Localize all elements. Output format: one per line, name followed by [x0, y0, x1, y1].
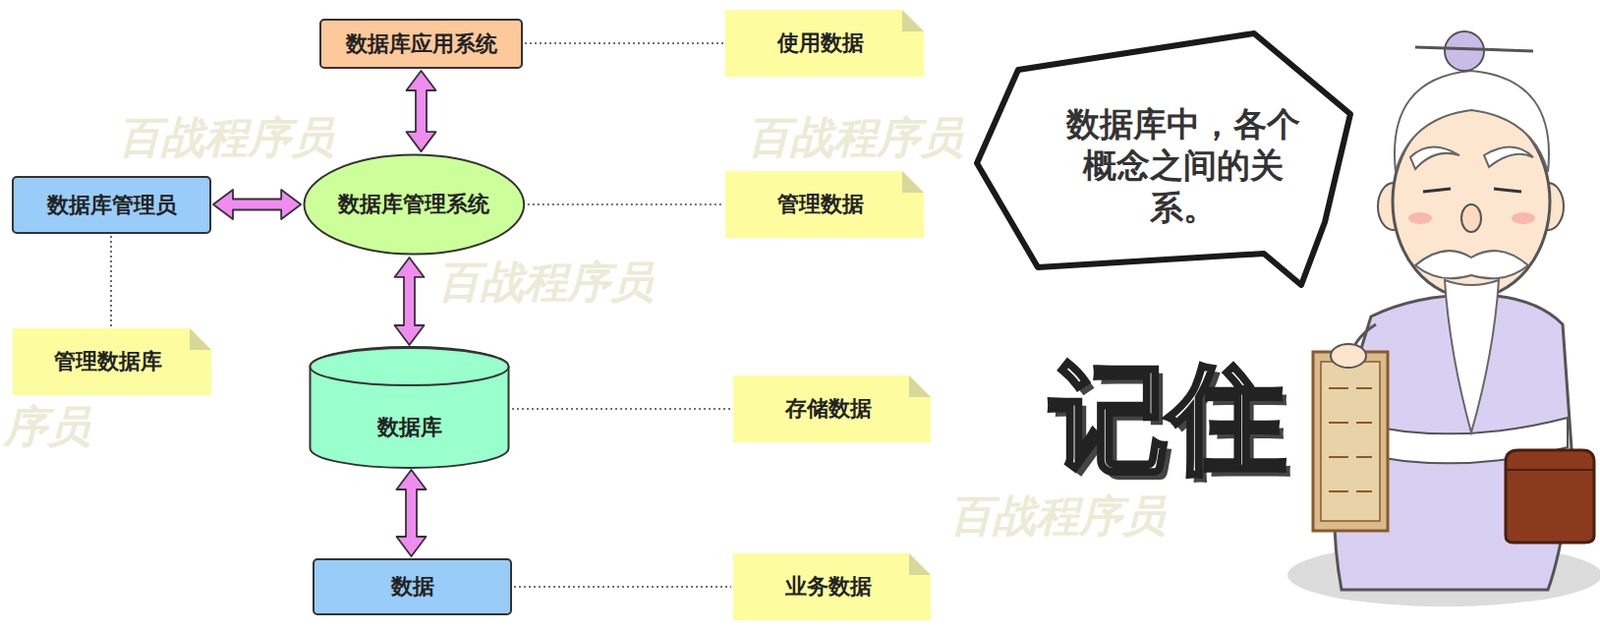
note-box: 使用数据 [725, 9, 924, 77]
watermark: 序员 [3, 404, 91, 449]
database-cylinder-outline-part [310, 346, 510, 468]
dbms-ellipse: 数据库管理系统 [302, 153, 526, 256]
head-part [1484, 146, 1534, 168]
remember-callout: 记住 [1050, 359, 1287, 478]
dotted-leader [512, 407, 732, 410]
note-box-outline-part [725, 171, 924, 238]
head-part [1493, 188, 1522, 192]
node-label: 使用数据 [777, 29, 864, 58]
head-part [1415, 47, 1534, 52]
text-group: 业务数据 [785, 572, 872, 601]
beard-part [1444, 280, 1499, 433]
scroll-part [1328, 388, 1372, 492]
note-box: 管理数据库 [12, 328, 212, 396]
scroll-part [1313, 351, 1388, 531]
watermark: 百战程序员 [437, 260, 654, 304]
dotted-leader [514, 585, 732, 588]
node-label: 管理数据库 [54, 347, 163, 376]
dbms-ellipse-outline-part [304, 155, 525, 255]
system-box: 数据库应用系统 [319, 18, 523, 69]
head-part [1408, 212, 1432, 225]
double-arrow [395, 257, 425, 345]
database-cylinder-outline [308, 346, 511, 468]
node-label: 数据库管理员 [47, 191, 177, 220]
text-group: 存储数据 [785, 395, 872, 423]
node-label: 数据库 [377, 413, 443, 442]
speech-bubble: 数据库中，各个概念之间的关系。 [969, 25, 1368, 296]
node-label: 管理数据 [777, 190, 864, 219]
note-box-outline-part [189, 328, 212, 350]
bag-part [1505, 450, 1595, 543]
text-group: 管理数据 [777, 190, 864, 219]
head-part [1410, 146, 1460, 170]
note-box-outline-part [909, 375, 931, 398]
watermark: 百战程序员 [117, 115, 335, 160]
beard [1415, 250, 1529, 433]
beard-part [1415, 250, 1529, 279]
node-label: 数据库应用系统 [345, 30, 498, 58]
text-group: 数据库中，各个概念之间的关系。 [1065, 103, 1302, 229]
dotted-leader [527, 203, 724, 206]
scroll-part [1330, 343, 1367, 368]
head-part [1394, 70, 1549, 172]
head-part [1461, 204, 1482, 232]
text-group: 管理数据库 [54, 347, 163, 376]
scroll-part [1320, 361, 1380, 521]
note-box-outline-part [733, 375, 931, 443]
speech-bubble-outline-part [976, 33, 1351, 286]
text-group: 数据库应用系统 [345, 30, 498, 58]
text-group: 数据库 [377, 413, 443, 442]
scroll [1313, 343, 1388, 531]
dotted-leader [110, 235, 113, 327]
note-box-outline-part [909, 553, 931, 575]
head [1377, 31, 1564, 298]
text-group: 数据库管理员 [47, 191, 177, 220]
note-box: 业务数据 [733, 553, 931, 621]
bag [1505, 450, 1595, 543]
node-label: 数据 [391, 572, 435, 601]
double-arrow [213, 189, 301, 220]
database-cylinder-outline-part [310, 347, 510, 386]
system-box: 数据库管理员 [11, 175, 212, 234]
text-group: 数据 [391, 572, 435, 601]
note-box-outline-part [902, 9, 924, 32]
note-box-outline-part [725, 9, 924, 77]
node-label: 存储数据 [785, 395, 872, 423]
database-cylinder: 数据库 [308, 346, 511, 468]
head-part [1511, 212, 1536, 225]
note-box: 管理数据 [725, 171, 924, 238]
head-part [1423, 188, 1451, 192]
node-label: 数据库管理系统 [338, 190, 490, 219]
node-label: 业务数据 [785, 572, 872, 601]
watermark: 百战程序员 [746, 115, 964, 160]
double-arrow [397, 469, 427, 557]
text-group: 数据库管理系统 [338, 190, 490, 219]
double-arrow [406, 70, 437, 152]
dotted-leader [524, 42, 724, 45]
node-label: 数据库中，各个概念之间的关系。 [1065, 103, 1302, 229]
note-box-outline-part [12, 328, 212, 396]
note-box-outline-part [733, 553, 931, 621]
system-box: 数据 [312, 558, 513, 616]
note-box-outline-part [902, 171, 924, 193]
head-part [1444, 31, 1485, 71]
text-group: 使用数据 [777, 29, 864, 58]
note-box: 存储数据 [733, 375, 931, 443]
watermark: 百战程序员 [949, 494, 1166, 538]
bag-part [1505, 468, 1595, 471]
